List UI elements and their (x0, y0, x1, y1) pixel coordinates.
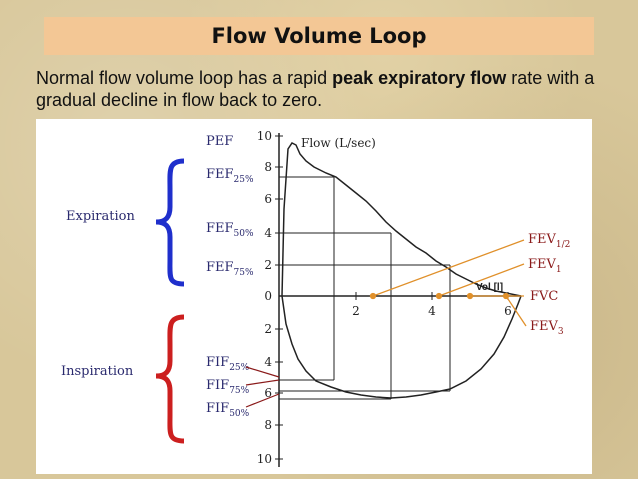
fef75-label: FEF75% (206, 260, 254, 278)
y-tick: 10 (257, 452, 272, 466)
intro-suffix: rate with a gradual decline in flow back… (36, 68, 595, 110)
x-tick: 6 (504, 304, 512, 318)
x-tick: 2 (352, 304, 360, 318)
y-tick: 6 (264, 386, 272, 400)
x-tick: 4 (428, 304, 436, 318)
expiration-label: Expiration (66, 209, 135, 224)
fef50-label: FEF50% (206, 221, 254, 239)
y-tick: 8 (264, 418, 272, 432)
fev1-label: FEV1 (528, 257, 562, 275)
reference-lines (279, 176, 451, 400)
fif25-label: FIF25% (206, 355, 250, 373)
expiration-brace (155, 158, 185, 287)
flow-volume-diagram: 10 8 6 4 2 0 2 4 6 8 10 2 4 (61, 129, 570, 467)
y-tick: 6 (264, 192, 272, 206)
inspiration-label: Inspiration (61, 364, 134, 379)
fvc-label: FVC (530, 289, 558, 304)
fif75-label: FIF75% (206, 378, 250, 396)
page-title: Flow Volume Loop (211, 24, 427, 48)
intro-bold: peak expiratory flow (332, 68, 507, 88)
fev3-label: FEV3 (530, 319, 564, 337)
fev-markers (369, 239, 527, 327)
flow-axis-label: Flow (L/sec) (301, 136, 376, 150)
fev-half-label: FEV1/2 (528, 232, 570, 250)
pef-label: PEF (206, 134, 233, 149)
y-tick: 10 (257, 129, 272, 143)
y-tick: 2 (264, 322, 272, 336)
intro-prefix: Normal flow volume loop has a rapid (36, 68, 333, 88)
inspiration-brace (155, 314, 185, 444)
vol-axis-label: Vol [l] (476, 282, 503, 293)
y-tick: 4 (264, 355, 272, 369)
diagram-panel: 10 8 6 4 2 0 2 4 6 8 10 2 4 (36, 119, 592, 474)
y-tick: 2 (264, 258, 272, 272)
fif50-label: FIF50% (206, 401, 250, 419)
y-tick: 4 (264, 226, 272, 240)
fef25-label: FEF25% (206, 167, 254, 185)
y-tick: 8 (264, 160, 272, 174)
title-bar: Flow Volume Loop (44, 17, 594, 55)
intro-text: Normal flow volume loop has a rapid peak… (36, 67, 616, 111)
y-tick: 0 (264, 289, 272, 303)
expiration-curve (281, 142, 522, 297)
fif-pointer-lines (245, 366, 280, 408)
inspiration-curve (281, 295, 522, 399)
